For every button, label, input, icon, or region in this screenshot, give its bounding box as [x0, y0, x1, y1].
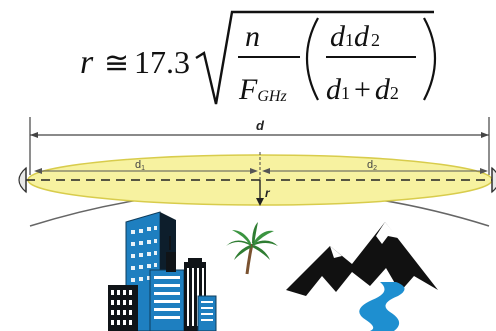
total-distance-arrow-right: [481, 132, 489, 138]
d2-arrow-right: [480, 168, 488, 174]
d2-label: d2: [367, 159, 377, 172]
radius-label: r: [265, 186, 271, 200]
mountains-icon: [286, 222, 438, 296]
radical-sign: [195, 10, 434, 105]
left-paren: [305, 17, 319, 101]
frac2-denominator: d1+d2: [326, 73, 399, 106]
antenna-left-icon: [18, 166, 27, 194]
antenna-right-icon: [491, 166, 496, 194]
palm-tree-icon: [226, 222, 278, 275]
total-distance-arrow-left: [30, 132, 38, 138]
frac1-numerator: n: [245, 20, 260, 53]
d1-arrow-left: [34, 168, 42, 174]
fresnel-zone-diagram: d d1 d2 r: [18, 117, 496, 331]
formula-lhs: r: [80, 44, 94, 81]
d2-arrow-left: [262, 168, 270, 174]
formula-approx: ≅: [104, 47, 129, 80]
right-paren: [423, 17, 437, 101]
d1-label: d1: [135, 159, 145, 172]
formula-coefficient: 17.3: [134, 44, 190, 80]
total-distance-label: d: [256, 118, 265, 133]
frac1-denominator: FGHz: [238, 73, 287, 106]
city-buildings-icon: [108, 211, 217, 331]
river-icon: [359, 282, 405, 331]
radius-arrow: [256, 198, 264, 206]
d1-arrow-right: [250, 168, 258, 174]
